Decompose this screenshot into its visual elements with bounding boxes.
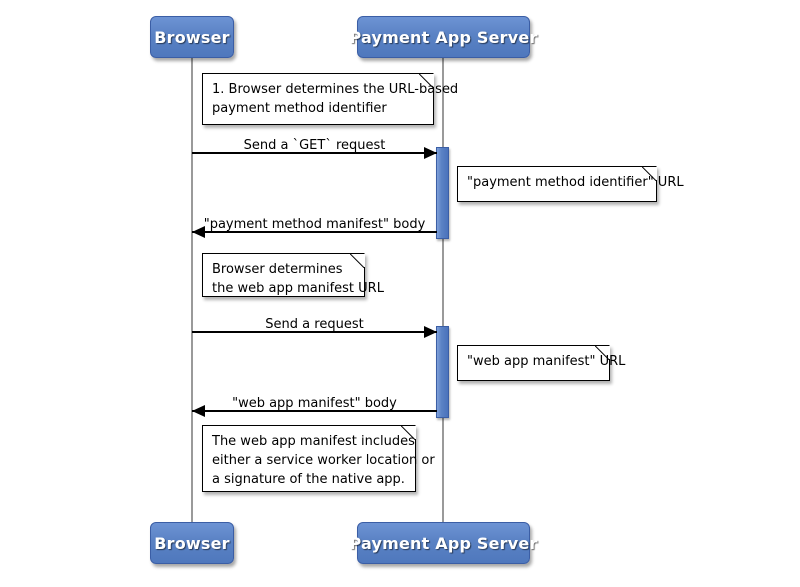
lifeline-payment-app-server <box>442 58 444 522</box>
arrowhead-left-icon <box>192 405 205 417</box>
note-browser-determines-identifier: 1. Browser determines the URL-based paym… <box>202 73 459 125</box>
lifeline-browser <box>191 58 193 522</box>
participant-browser-top[interactable]: Browser <box>150 16 234 58</box>
activation-bar-server-first <box>436 147 449 239</box>
participant-browser-bottom[interactable]: Browser <box>150 522 234 564</box>
participant-browser-top-label: Browser <box>154 27 230 47</box>
note-line: "web app manifest" URL <box>467 354 626 369</box>
participant-payment-app-server-top[interactable]: Payment App Server <box>349 16 537 58</box>
note-line: The web app manifest includes <box>212 434 415 449</box>
participant-browser-bottom-label: Browser <box>154 533 230 553</box>
arrowhead-right-icon <box>424 147 437 159</box>
message-text: Send a `GET` request <box>243 138 386 153</box>
arrowhead-left-icon <box>192 226 205 238</box>
note-browser-determines-web-app-manifest-url: Browser determines the web app manifest … <box>202 253 384 297</box>
message-label-send-a-request: Send a request <box>192 317 437 332</box>
message-label-send-get-request: Send a `GET` request <box>192 138 437 153</box>
note-line: either a service worker location or <box>212 453 435 468</box>
participant-payment-app-server-bottom-label: Payment App Server <box>349 533 538 553</box>
message-line-send-get-request <box>192 152 437 154</box>
note-payment-method-identifier-url: "payment method identifier" URL <box>457 166 684 202</box>
message-line-web-app-manifest-body <box>192 410 437 412</box>
note-line: Browser determines <box>212 262 343 277</box>
note-line: a signature of the native app. <box>212 472 405 487</box>
note-line: "payment method identifier" URL <box>467 175 684 190</box>
message-label-web-app-manifest-body: "web app manifest" body <box>192 396 437 411</box>
message-line-payment-method-manifest-body <box>192 231 437 233</box>
participant-payment-app-server-bottom[interactable]: Payment App Server <box>349 522 537 564</box>
activation-bar-server-second <box>436 326 449 418</box>
message-text: "web app manifest" body <box>232 396 397 411</box>
note-web-app-manifest-contents: The web app manifest includes either a s… <box>202 425 435 492</box>
note-web-app-manifest-url: "web app manifest" URL <box>457 345 626 381</box>
note-line: the web app manifest URL <box>212 281 384 296</box>
message-line-send-a-request <box>192 331 437 333</box>
message-text: Send a request <box>265 317 364 332</box>
note-line: payment method identifier <box>212 101 387 116</box>
message-text: "payment method manifest" body <box>203 217 426 232</box>
note-line: 1. Browser determines the URL-based <box>212 82 459 97</box>
arrowhead-right-icon <box>424 326 437 338</box>
message-label-payment-method-manifest-body: "payment method manifest" body <box>192 217 437 232</box>
participant-payment-app-server-top-label: Payment App Server <box>349 27 538 47</box>
